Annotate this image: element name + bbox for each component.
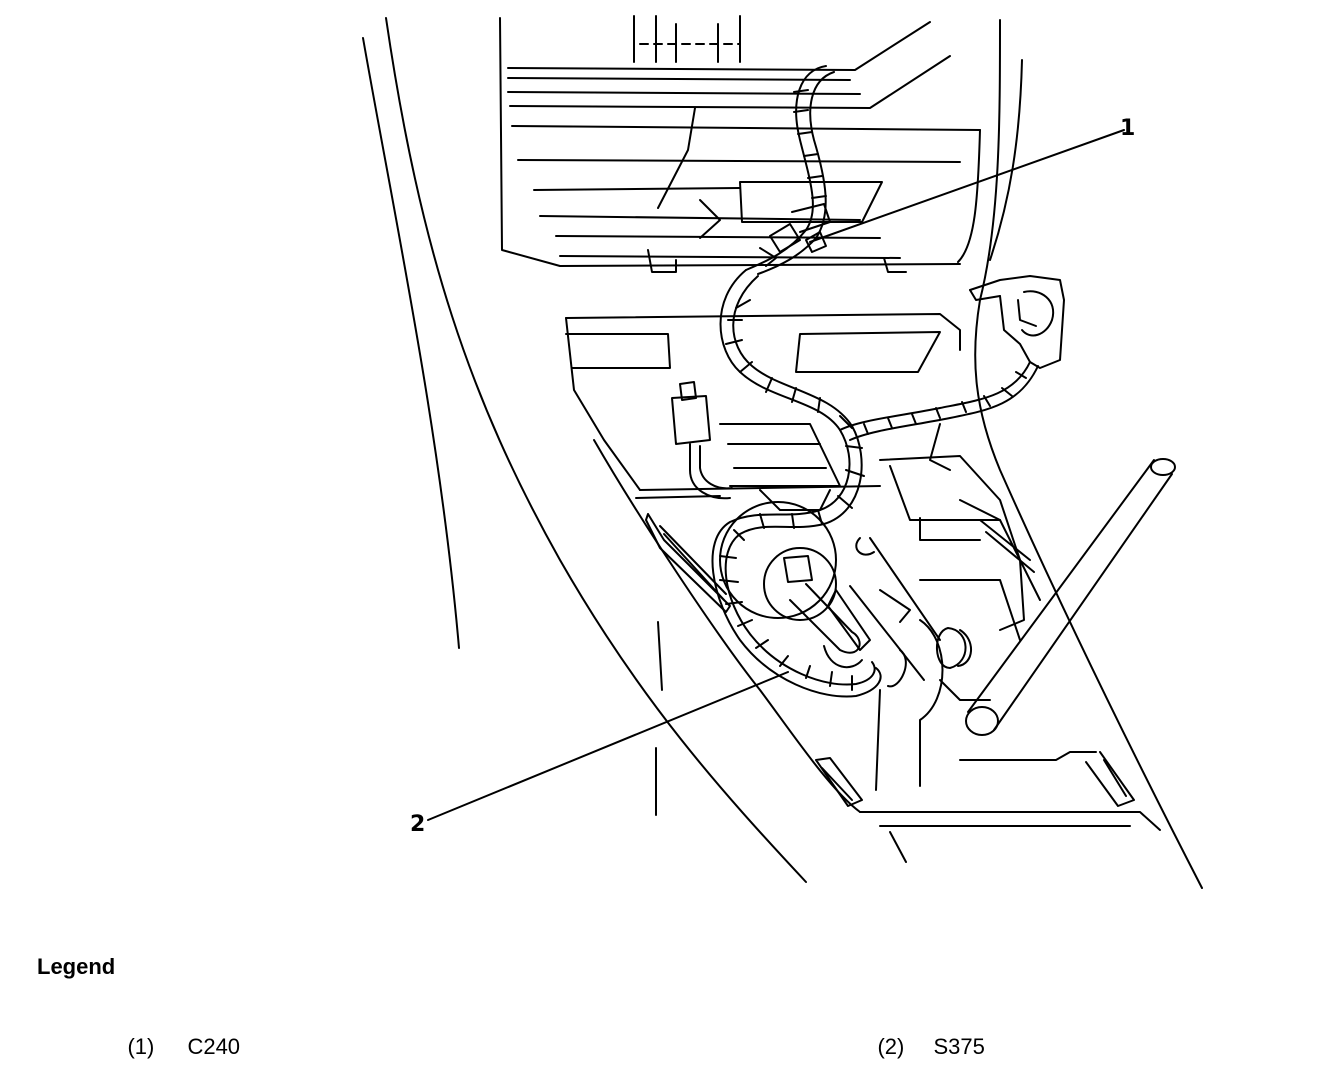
legend-title: Legend	[37, 954, 116, 979]
legend-item-1: (1) C240	[103, 1008, 240, 1086]
legend-item-1-label: C240	[187, 1034, 241, 1059]
left-trim-lines	[363, 18, 806, 882]
callout-2: 2	[410, 812, 426, 837]
legend: Legend (1) C240 (2) S375	[0, 940, 1328, 1059]
leader-line-1	[810, 130, 1124, 242]
legend-item-2-number: (2)	[877, 1034, 905, 1059]
callout-1: 1	[1120, 116, 1136, 141]
connector-c240	[760, 204, 830, 266]
console-floor	[646, 514, 1160, 862]
leader-line-2	[428, 672, 788, 820]
left-connector	[672, 382, 732, 498]
shifter-mechanism	[850, 424, 1040, 790]
shift-lever	[966, 459, 1175, 735]
legend-item-2-label: S375	[933, 1034, 985, 1059]
console-panel	[566, 314, 960, 812]
legend-item-1-number: (1)	[127, 1034, 155, 1059]
lighter-assembly	[720, 502, 870, 667]
wiring-harness	[712, 66, 1038, 697]
right-connector	[970, 276, 1064, 368]
console-wiring-diagram	[0, 0, 1328, 930]
legend-item-2: (2) S375	[853, 1008, 985, 1086]
radio-module	[500, 16, 980, 272]
right-trim-lines	[975, 20, 1202, 888]
